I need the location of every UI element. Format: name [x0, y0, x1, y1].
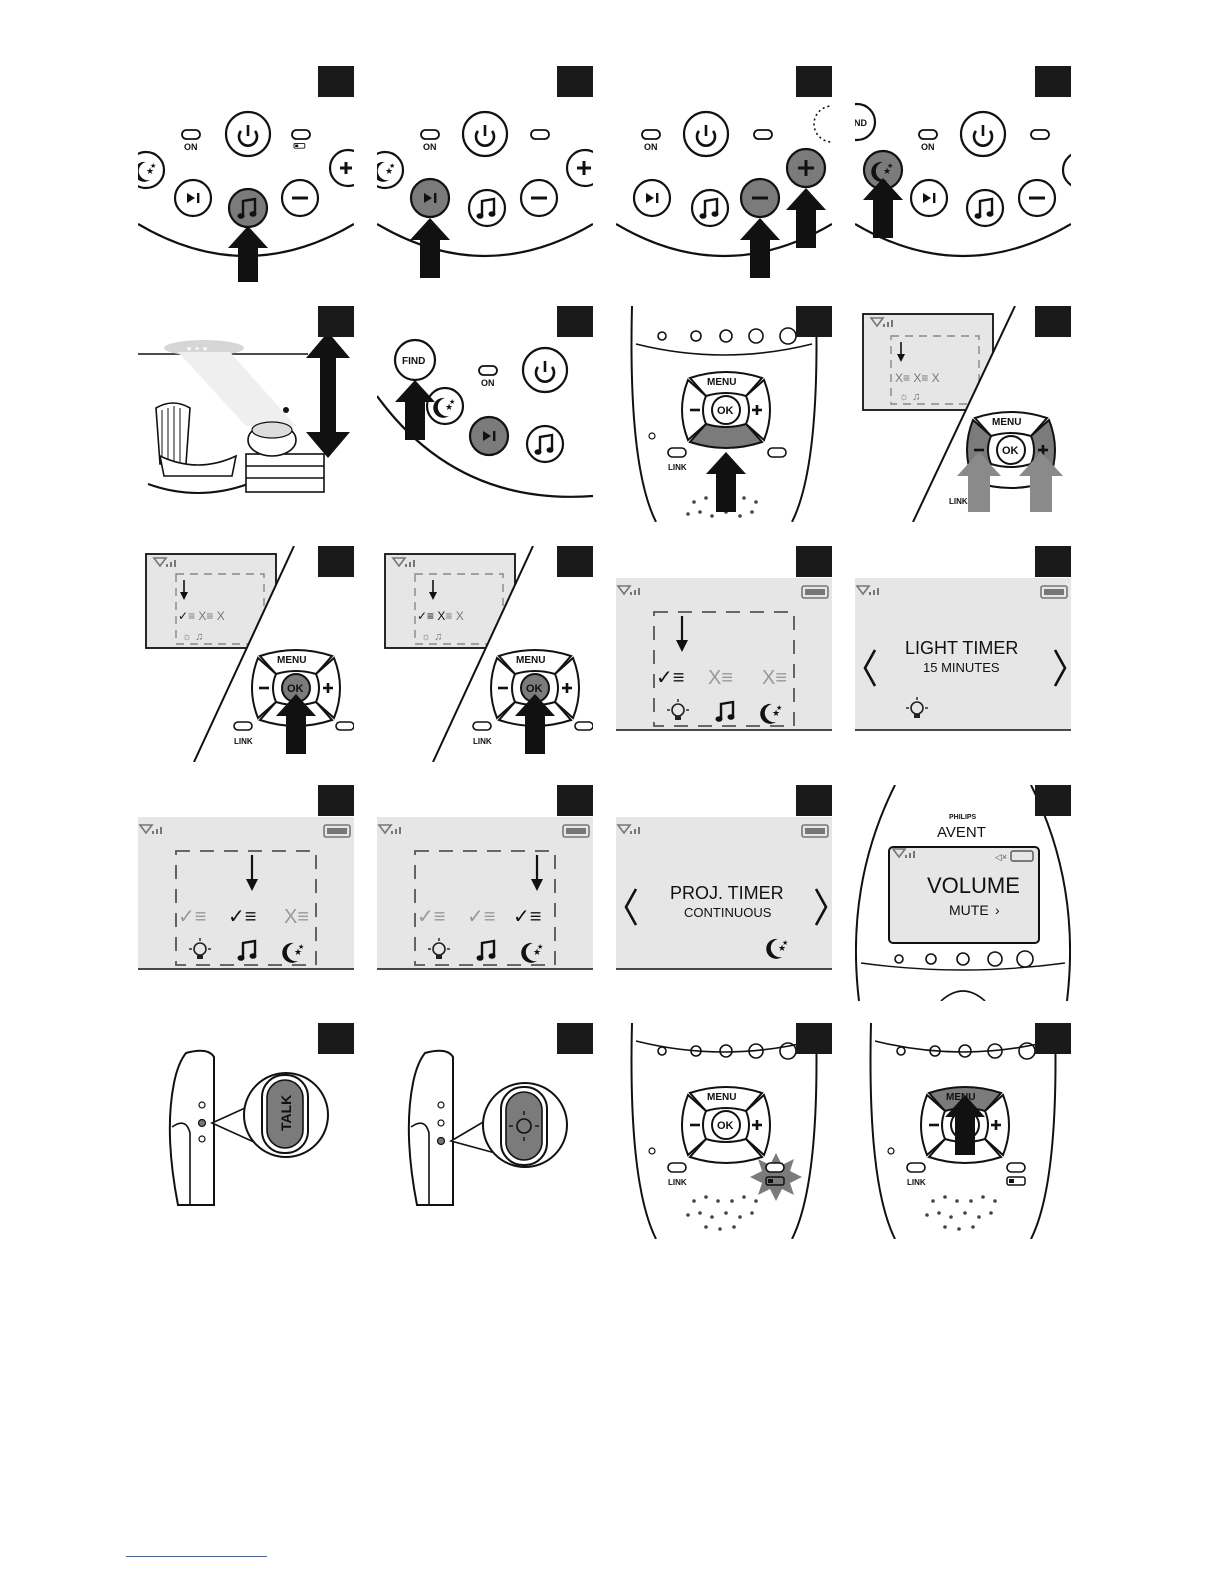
volume-value: MUTE — [949, 902, 989, 918]
ok-label: OK — [717, 405, 734, 417]
ok-label: OK — [287, 683, 304, 695]
ok-label: OK — [1002, 445, 1019, 457]
svg-text:✓≡: ✓≡ — [178, 906, 206, 928]
step-panel-play: ON — [377, 66, 593, 282]
step-badge — [318, 785, 354, 816]
link-label: LINK — [234, 737, 253, 746]
svg-text:☼ ♫: ☼ ♫ — [421, 631, 442, 643]
step-panel-music: ON — [138, 66, 354, 282]
link-label: LINK — [668, 1178, 687, 1187]
step-panel-menu-select: X≡ X≡ X ☼ ♫ OK MENU LINK — [855, 306, 1071, 522]
svg-text:◁×: ◁× — [995, 852, 1007, 862]
step-panel-projection-scene: ★ ✦ ★ — [138, 306, 354, 522]
step-badge — [1035, 546, 1071, 577]
step-panel-light-timer: LIGHT TIMER 15 MINUTES — [855, 546, 1071, 762]
step-badge — [1035, 66, 1071, 97]
step-badge — [796, 66, 832, 97]
step-badge — [1035, 785, 1071, 816]
svg-text:✓≡ X≡ X: ✓≡ X≡ X — [417, 609, 464, 623]
link-label: LINK — [668, 463, 687, 472]
svg-text:›: › — [995, 902, 1000, 918]
step-panel-screen-music: ✓≡ ✓≡ X≡ — [138, 785, 354, 1001]
svg-text:✓≡: ✓≡ — [467, 906, 495, 928]
step-panel-menu-button: MENU LINK — [855, 1023, 1071, 1239]
menu-label: MENU — [707, 377, 736, 388]
step-panel-talk: TALK — [138, 1023, 354, 1239]
step-panel-battery-alert: OK MENU LINK — [616, 1023, 832, 1239]
step-panel-night-light — [377, 1023, 593, 1239]
svg-text:✓≡ X≡ X: ✓≡ X≡ X — [178, 609, 225, 623]
step-badge — [318, 546, 354, 577]
step-panel-screen-light: ✓≡ X≡ X≡ — [616, 546, 832, 762]
svg-text:X≡: X≡ — [762, 667, 787, 689]
svg-text:✓≡: ✓≡ — [656, 667, 684, 689]
step-badge — [557, 785, 593, 816]
step-panel-find: FIND ON — [377, 306, 593, 522]
step-badge — [796, 546, 832, 577]
on-label: ON — [644, 142, 658, 152]
ok-label: OK — [717, 1120, 734, 1132]
step-badge — [557, 546, 593, 577]
step-panel-projector: ND ON — [855, 66, 1071, 282]
step-panel-ok-light: ✓≡ X≡ X ☼ ♫ OK MENU LINK — [138, 546, 354, 762]
svg-text:★ ✦ ★: ★ ✦ ★ — [186, 345, 208, 353]
on-label: ON — [423, 142, 437, 152]
ok-label: OK — [526, 683, 543, 695]
step-badge — [1035, 306, 1071, 337]
svg-text:☼ ♫: ☼ ♫ — [182, 631, 203, 643]
step-badge — [796, 785, 832, 816]
step-badge — [557, 306, 593, 337]
step-badge — [557, 1023, 593, 1054]
svg-text:X≡: X≡ — [708, 667, 733, 689]
svg-text:☼ ♫: ☼ ♫ — [899, 391, 920, 403]
brand-name: AVENT — [937, 824, 986, 841]
light-timer-title: LIGHT TIMER — [905, 638, 1018, 658]
on-label: ON — [921, 142, 935, 152]
svg-text:ND: ND — [855, 118, 867, 128]
step-badge — [318, 306, 354, 337]
step-panel-volume-mute: PHILIPS AVENT ◁× VOLUME MUTE › — [855, 785, 1071, 1001]
svg-text:X≡: X≡ — [284, 906, 309, 928]
step-badge — [557, 66, 593, 97]
step-panel-parent-unit-projector: OK MENU LINK — [616, 306, 832, 522]
menu-label: MENU — [707, 1092, 736, 1103]
link-label: LINK — [473, 737, 492, 746]
link-label: LINK — [907, 1178, 926, 1187]
proj-timer-title: PROJ. TIMER — [670, 883, 784, 903]
light-timer-value: 15 MINUTES — [923, 660, 1000, 675]
svg-text:✓≡: ✓≡ — [417, 906, 445, 928]
menu-label: MENU — [516, 655, 545, 666]
menu-label: MENU — [992, 417, 1021, 428]
svg-text:✓≡: ✓≡ — [513, 906, 541, 928]
step-badge — [1035, 1023, 1071, 1054]
step-panel-ok-confirm: ✓≡ X≡ X ☼ ♫ OK MENU LINK — [377, 546, 593, 762]
volume-title: VOLUME — [927, 873, 1020, 898]
step-panel-proj-timer: PROJ. TIMER CONTINUOUS — [616, 785, 832, 1001]
step-badge — [318, 1023, 354, 1054]
step-badge — [796, 1023, 832, 1054]
brand-top: PHILIPS — [949, 814, 977, 821]
step-badge — [318, 66, 354, 97]
step-panel-screen-projector: ✓≡ ✓≡ ✓≡ — [377, 785, 593, 1001]
svg-text:✓≡: ✓≡ — [228, 906, 256, 928]
talk-label: TALK — [278, 1095, 294, 1131]
step-panel-volume: ON — [616, 66, 832, 282]
svg-text:X≡ X≡ X: X≡ X≡ X — [895, 371, 940, 385]
on-label: ON — [184, 142, 198, 152]
step-badge — [796, 306, 832, 337]
menu-label: MENU — [277, 655, 306, 666]
find-label: FIND — [402, 356, 425, 367]
on-label: ON — [481, 378, 495, 388]
footer-rule — [126, 1556, 267, 1557]
proj-timer-value: CONTINUOUS — [684, 905, 772, 920]
link-label: LINK — [949, 497, 968, 506]
